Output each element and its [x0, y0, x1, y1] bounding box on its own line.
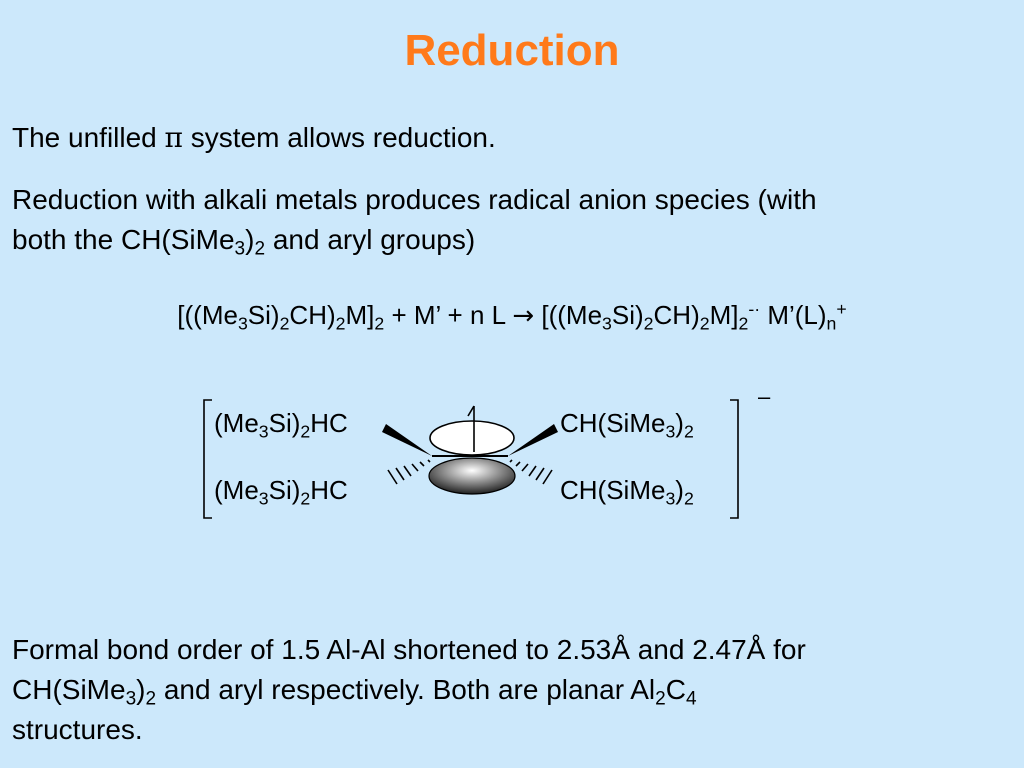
cation-charge: + — [836, 299, 847, 320]
subscript: 2 — [279, 313, 290, 334]
structure-drawing — [203, 399, 739, 519]
intro-text: The unfilled — [12, 122, 165, 153]
pi-orbital-lower-lobe — [428, 457, 516, 495]
group-text: Si) — [268, 408, 301, 438]
eq-part: M] — [709, 300, 739, 330]
group-upper-right: CH(SiMe3)2 — [560, 408, 694, 442]
intro-text-end: system allows reduction. — [182, 122, 496, 153]
group-upper-left: (Me3Si)2HC — [214, 408, 348, 442]
reduction-line-2c: and aryl groups) — [265, 224, 476, 255]
radical-anion-charge: -· — [748, 299, 761, 320]
eq-part: [((Me — [534, 300, 603, 330]
eq-part: [((Me — [177, 300, 238, 330]
eq-part: CH) — [289, 300, 336, 330]
reduction-line-1: Reduction with alkali metals produces ra… — [12, 184, 817, 215]
group-lower-left: (Me3Si)2HC — [214, 475, 348, 509]
subscript: 2 — [254, 238, 266, 260]
reaction-arrow-icon: → — [512, 301, 535, 331]
reduction-line-2: both the CH(SiMe — [12, 224, 235, 255]
bond-order-paragraph: Formal bond order of 1.5 Al-Al shortened… — [12, 630, 1012, 750]
subscript: 2 — [655, 688, 666, 710]
subscript: 2 — [683, 421, 694, 442]
group-text: Si) — [268, 475, 301, 505]
pi-symbol: π — [164, 121, 183, 154]
group-text: HC — [310, 408, 348, 438]
subscript: 2 — [699, 313, 710, 334]
radical-anion-structure: (Me3Si)2HC (Me3Si)2HC CH(SiMe3)2 CH(SiMe… — [190, 380, 790, 540]
bond-line-3: structures. — [12, 714, 143, 745]
subscript: 3 — [665, 488, 676, 509]
bond-line-2d: C — [665, 674, 686, 705]
pi-orbital-upper-lobe — [429, 420, 515, 456]
subscript: n — [826, 313, 837, 334]
slide-title: Reduction — [404, 26, 620, 75]
electron-spin-arrowhead — [467, 405, 475, 417]
right-bracket — [730, 399, 739, 519]
subscript: 2 — [300, 488, 311, 509]
group-lower-right: CH(SiMe3)2 — [560, 475, 694, 509]
subscript: 4 — [685, 688, 697, 710]
bond-line-2b: ) — [136, 674, 146, 705]
bond-line-2: CH(SiMe — [12, 674, 126, 705]
intro-paragraph: The unfilled π system allows reduction. — [12, 118, 1012, 158]
group-text: CH(SiMe — [560, 408, 666, 438]
subscript: 2 — [300, 421, 311, 442]
subscript: 3 — [125, 688, 137, 710]
group-text: ) — [675, 475, 684, 505]
group-text: (Me — [214, 475, 259, 505]
eq-part: Si) — [247, 300, 280, 330]
subscript: 3 — [237, 313, 248, 334]
subscript: 3 — [258, 421, 269, 442]
subscript: 2 — [683, 488, 694, 509]
eq-part: M] — [345, 300, 375, 330]
subscript: 3 — [665, 421, 676, 442]
reduction-line-2b: ) — [245, 224, 255, 255]
eq-part: CH) — [653, 300, 700, 330]
left-bracket — [203, 399, 212, 519]
group-text: HC — [310, 475, 348, 505]
reduction-paragraph: Reduction with alkali metals produces ra… — [12, 180, 1012, 260]
subscript: 2 — [335, 313, 346, 334]
eq-part: M’(L) — [760, 300, 827, 330]
group-text: ) — [675, 408, 684, 438]
eq-part: + M’ + n L — [384, 300, 513, 330]
wedge-bond-upper-right — [508, 424, 558, 456]
group-text: (Me — [214, 408, 259, 438]
bond-line-2c: and aryl respectively. Both are planar A… — [156, 674, 656, 705]
wedge-bond-upper-left — [382, 424, 432, 456]
subscript: 3 — [234, 238, 246, 260]
subscript: 2 — [374, 313, 385, 334]
subscript: 2 — [643, 313, 654, 334]
hash-bond-lower-left — [387, 459, 431, 485]
bond-line-1: Formal bond order of 1.5 Al-Al shortened… — [12, 634, 806, 665]
hash-bond-lower-right — [509, 459, 553, 485]
reaction-equation: [((Me3Si)2CH)2M]2 + M’ + n L → [((Me3Si)… — [0, 299, 1024, 334]
eq-part: Si) — [611, 300, 644, 330]
subscript: 2 — [145, 688, 157, 710]
group-text: CH(SiMe — [560, 475, 666, 505]
subscript: 3 — [258, 488, 269, 509]
subscript: 2 — [738, 313, 749, 334]
subscript: 3 — [602, 313, 612, 334]
anion-charge: – — [758, 384, 771, 409]
